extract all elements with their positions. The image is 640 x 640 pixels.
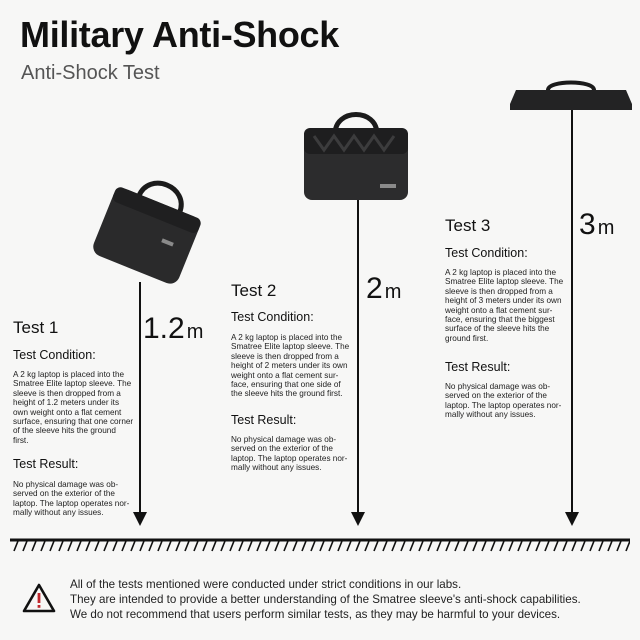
test-3-result-label: Test Result: xyxy=(445,360,511,374)
warning-icon xyxy=(22,583,56,613)
laptop-sleeve-flat-image xyxy=(510,80,632,110)
ground-surface xyxy=(10,538,630,552)
drop-line-test-3 xyxy=(571,110,573,514)
test-3-heading: Test 3 xyxy=(445,216,491,235)
test-3-result-text: No physical damage was ob-served on the … xyxy=(445,382,562,420)
test-2-result-label: Test Result: xyxy=(231,413,297,427)
test-1-heading: Test 1 xyxy=(13,318,59,337)
laptop-sleeve-upright-image xyxy=(304,112,408,200)
test-2-heading: Test 2 xyxy=(231,281,277,300)
test-1-condition-label: Test Condition: xyxy=(13,348,96,362)
test-1-result-label: Test Result: xyxy=(13,457,79,471)
laptop-sleeve-tilted-image xyxy=(93,180,201,284)
test-1-result-text: No physical damage was ob-served on the … xyxy=(13,480,130,518)
test-2-result-text: No physical damage was ob-served on the … xyxy=(231,435,348,473)
test-3-condition-label: Test Condition: xyxy=(445,246,528,260)
arrow-down-icon xyxy=(133,512,147,526)
arrow-down-icon xyxy=(565,512,579,526)
test-2-condition-label: Test Condition: xyxy=(231,310,314,324)
arrow-down-icon xyxy=(351,512,365,526)
drop-line-test-2 xyxy=(357,200,359,514)
page-title: Military Anti-Shock xyxy=(20,14,340,55)
page-subtitle: Anti-Shock Test xyxy=(21,62,160,84)
drop-line-test-1 xyxy=(139,282,141,514)
disclaimer-text: All of the tests mentioned were conducte… xyxy=(70,578,581,621)
